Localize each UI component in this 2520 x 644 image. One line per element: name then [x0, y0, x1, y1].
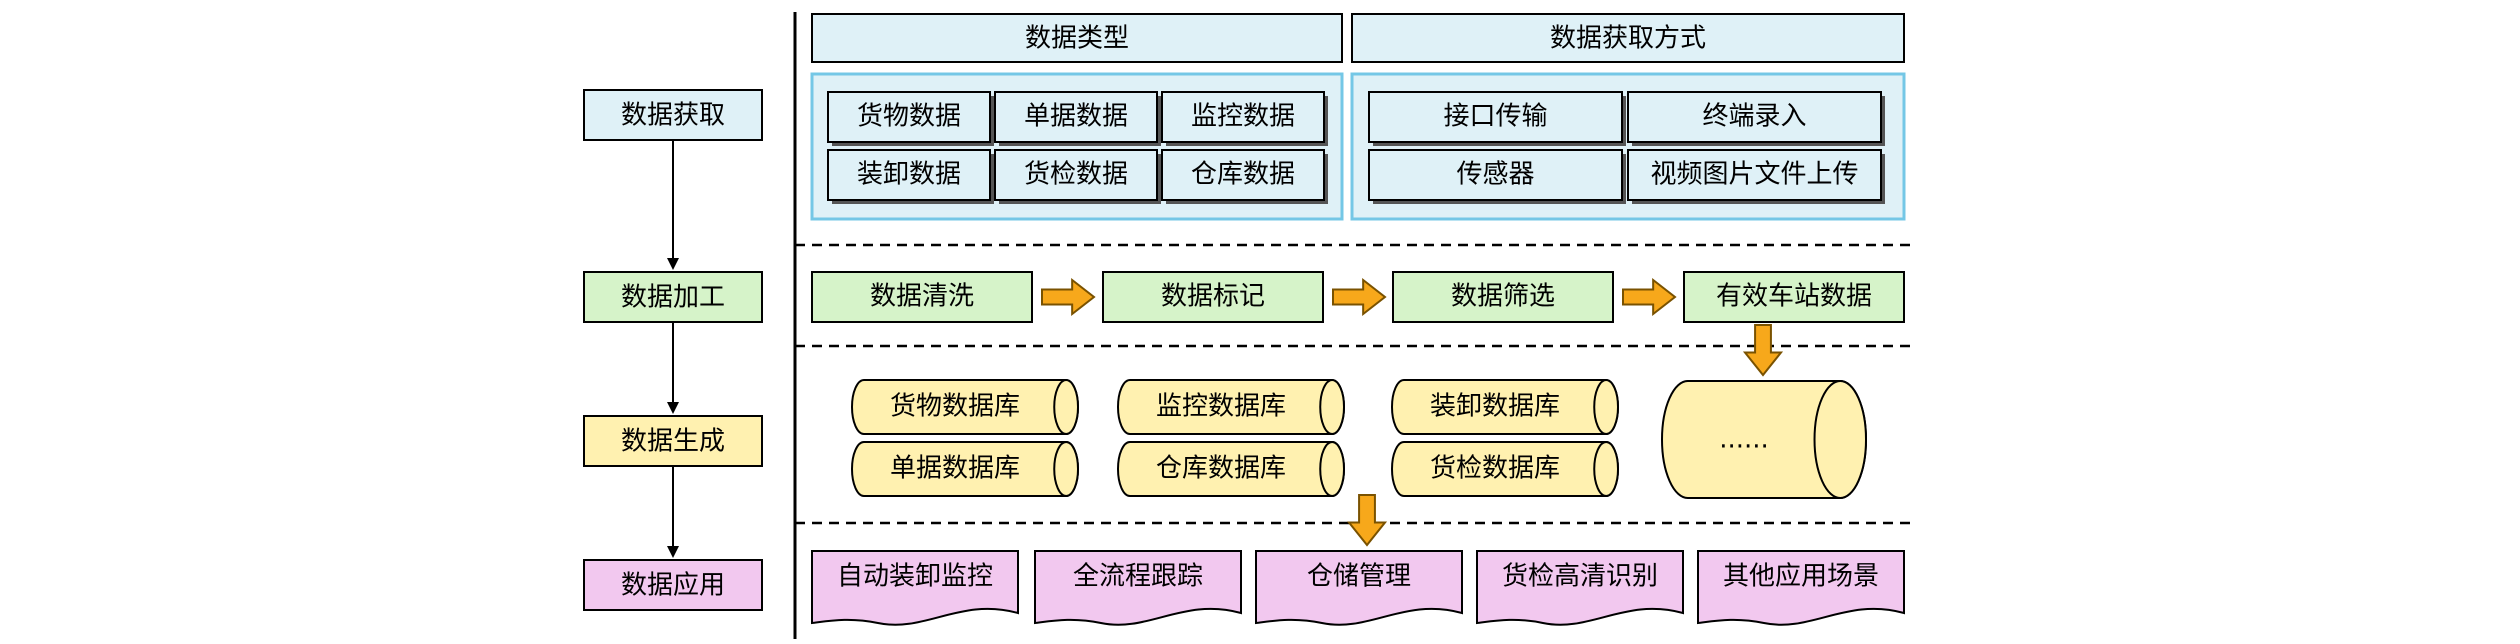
database-label: 仓库数据库 [1156, 454, 1286, 484]
database-label: 单据数据库 [890, 454, 1020, 484]
database-label: 装卸数据库 [1430, 392, 1560, 422]
processing-step-label: 有效车站数据 [1716, 282, 1872, 312]
database-label: 监控数据库 [1156, 392, 1286, 422]
database-cylinder-end [1053, 441, 1079, 497]
processing-step-label: 数据标记 [1161, 282, 1265, 312]
data-type-label: 监控数据 [1191, 102, 1295, 132]
data-type-box [994, 91, 1158, 143]
database-cylinder-end [1053, 379, 1079, 435]
processing-to-generation-arrow [1742, 324, 1784, 377]
stage-application: 数据应用 [583, 559, 763, 611]
stage-generation-label: 数据生成 [621, 427, 725, 457]
stage-processing: 数据加工 [583, 271, 763, 323]
method-label: 传感器 [1456, 160, 1534, 190]
data-type-box [1161, 91, 1325, 143]
data-type-label: 货检数据 [1024, 160, 1128, 190]
application-doc-box [811, 550, 1019, 626]
stage-generation-box [583, 415, 763, 467]
data-types-header: 数据类型 [1025, 24, 1129, 54]
application-doc-box [1255, 550, 1463, 626]
application-label: 自动装卸监控 [837, 562, 993, 592]
database-cylinder-end [1593, 379, 1619, 435]
processing-step-box [811, 271, 1033, 323]
methods-header: 数据获取方式 [1550, 24, 1706, 54]
application-region: 自动装卸监控 全流程跟踪 仓储管理 货检高清识别 其他应用场景 [811, 550, 1905, 626]
generation-to-application-arrow [1346, 494, 1388, 547]
data-type-box [827, 149, 991, 201]
application-doc-box [1697, 550, 1905, 626]
stage-generation: 数据生成 [583, 415, 763, 467]
database-cylinder-end [1813, 380, 1868, 499]
stage-processing-box [583, 271, 763, 323]
database-cylinder-end [1319, 379, 1345, 435]
processing-flow-arrow [1041, 277, 1096, 317]
data-type-label: 装卸数据 [857, 160, 961, 190]
processing-step-box [1392, 271, 1614, 323]
processing-step-label: 数据筛选 [1451, 282, 1555, 312]
method-label: 视频图片文件上传 [1650, 160, 1858, 190]
application-doc-box [1476, 550, 1684, 626]
method-box [1627, 149, 1882, 201]
method-box [1627, 91, 1882, 143]
stage-application-label: 数据应用 [621, 571, 725, 601]
database-cylinder-end [1319, 441, 1345, 497]
application-doc-box [1034, 550, 1242, 626]
processing-flow-arrow [1622, 277, 1677, 317]
stage-acquisition: 数据获取 [583, 89, 763, 141]
processing-step-label: 数据清洗 [870, 282, 974, 312]
method-box [1368, 149, 1623, 201]
application-label: 其他应用场景 [1723, 562, 1879, 592]
database-label: 货物数据库 [890, 392, 1020, 422]
data-type-box [1161, 149, 1325, 201]
data-type-box [827, 91, 991, 143]
stage-column: 数据获取 数据加工 数据生成 数据应用 [583, 89, 763, 611]
stage-processing-label: 数据加工 [621, 283, 725, 313]
method-box [1368, 91, 1623, 143]
application-label: 仓储管理 [1307, 562, 1411, 592]
method-label: 接口传输 [1443, 102, 1547, 132]
application-label: 全流程跟踪 [1073, 562, 1203, 592]
stage-acquisition-box [583, 89, 763, 141]
processing-flow-arrow [1332, 277, 1387, 317]
stage-application-box [583, 559, 763, 611]
methods-header-box [1351, 13, 1905, 63]
processing-region: 数据清洗 数据标记 数据筛选 有效车站数据 [811, 271, 1905, 377]
database-more-label: ...... [1719, 425, 1769, 455]
data-type-box [994, 149, 1158, 201]
method-label: 终端录入 [1702, 102, 1806, 132]
data-type-label: 仓库数据 [1191, 160, 1295, 190]
stage-acquisition-label: 数据获取 [621, 101, 725, 131]
processing-step-box [1683, 271, 1905, 323]
data-type-label: 单据数据 [1024, 102, 1128, 132]
processing-step-box [1102, 271, 1324, 323]
database-cylinder-end [1593, 441, 1619, 497]
data-types-header-box [811, 13, 1343, 63]
application-label: 货检高清识别 [1502, 562, 1658, 592]
data-type-label: 货物数据 [857, 102, 961, 132]
database-label: 货检数据库 [1430, 454, 1560, 484]
